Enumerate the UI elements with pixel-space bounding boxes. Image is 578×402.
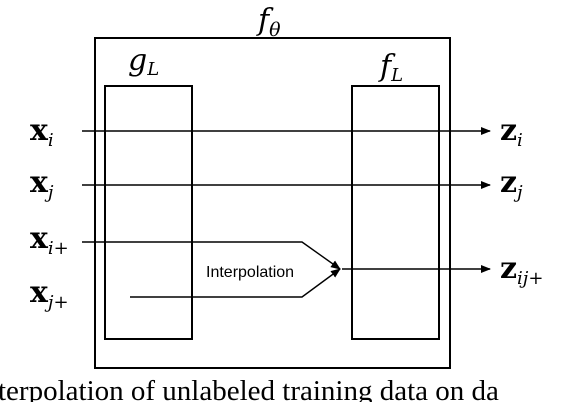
input-label-xj-plus: xj+	[30, 275, 69, 313]
arrow-xj-plus-to-interp	[130, 268, 341, 298]
input-xi-plus-sub: i+	[48, 238, 69, 259]
outer-box-label: fθ	[256, 3, 281, 41]
output-zj-var: z	[500, 165, 517, 200]
left-block-label: gL	[128, 43, 159, 80]
left-block-label-main: g	[128, 43, 147, 78]
left-block-label-sub: L	[146, 59, 159, 80]
input-xi-plus-var: x	[30, 221, 49, 256]
input-label-xi-plus: xi+	[30, 221, 69, 259]
right-block-label-sub: L	[390, 65, 403, 86]
input-xj-var: x	[30, 165, 49, 200]
outer-box	[94, 37, 451, 369]
left-block	[104, 85, 193, 340]
output-zij-plus-var: z	[500, 251, 517, 286]
input-xi-var: x	[30, 113, 49, 148]
output-label-zij-plus: zij+	[500, 251, 543, 289]
input-label-xi: xi	[30, 113, 54, 151]
output-label-zi: zi	[500, 113, 523, 151]
right-block-label: fL	[378, 49, 403, 86]
input-xj-sub: j	[44, 182, 54, 203]
input-xj-plus-sub: j+	[44, 292, 69, 313]
input-xj-plus-var: x	[30, 275, 49, 310]
caption: terpolation of unlabeled training data o…	[0, 375, 499, 402]
input-xi-sub: i	[48, 130, 54, 151]
interpolation-label: Interpolation	[206, 264, 294, 281]
input-label-xj: xj	[30, 165, 54, 203]
output-label-zj: zj	[500, 165, 523, 203]
output-zi-var: z	[500, 113, 517, 148]
right-block	[351, 85, 440, 340]
output-zj-sub: j	[513, 182, 523, 203]
output-zi-sub: i	[517, 130, 523, 151]
arrow-xi-plus-to-interp	[82, 241, 341, 270]
outer-box-label-sub: θ	[269, 19, 281, 41]
output-zij-plus-sub: ij+	[517, 268, 543, 289]
